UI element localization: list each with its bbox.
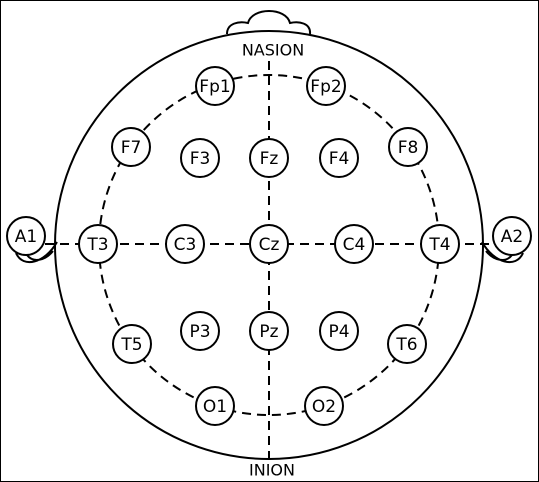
electrode-c4: C4 bbox=[334, 224, 374, 264]
electrode-label: O1 bbox=[203, 397, 227, 417]
electrode-circle bbox=[6, 216, 46, 256]
electrode-label: T3 bbox=[86, 235, 108, 255]
electrode-f4: F4 bbox=[319, 138, 359, 178]
electrode-circle bbox=[112, 324, 152, 364]
electrode-circle bbox=[180, 138, 220, 178]
electrode-label: F8 bbox=[398, 138, 419, 158]
electrode-circle bbox=[78, 224, 118, 264]
electrode-circle bbox=[195, 386, 235, 426]
electrode-circle bbox=[111, 127, 151, 167]
electrode-t6: T6 bbox=[387, 324, 427, 364]
electrode-label: T4 bbox=[428, 235, 450, 255]
electrode-t5: T5 bbox=[112, 324, 152, 364]
electrode-circle bbox=[180, 311, 220, 351]
electrode-a2: A2 bbox=[492, 216, 532, 256]
electrode-t4: T4 bbox=[420, 224, 460, 264]
electrode-label: F3 bbox=[190, 149, 211, 169]
electrode-label: P3 bbox=[189, 322, 210, 342]
electrode-label: A2 bbox=[501, 227, 523, 247]
electrode-circle bbox=[249, 311, 289, 351]
electrode-label: F7 bbox=[121, 138, 142, 158]
inion-label: INION bbox=[249, 461, 295, 480]
electrode-circle bbox=[319, 138, 359, 178]
electrode-circle bbox=[306, 66, 346, 106]
electrode-circle bbox=[304, 386, 344, 426]
electrode-circle bbox=[249, 224, 289, 264]
electrode-fz: Fz bbox=[249, 138, 289, 178]
electrode-label: Fp2 bbox=[310, 77, 341, 97]
nose-outline bbox=[226, 10, 312, 35]
electrode-circle bbox=[420, 224, 460, 264]
electrode-c3: C3 bbox=[165, 224, 205, 264]
electrode-fp1: Fp1 bbox=[195, 66, 235, 106]
electrode-f7: F7 bbox=[111, 127, 151, 167]
electrode-label: P4 bbox=[328, 322, 349, 342]
electrode-label: Fz bbox=[260, 149, 279, 169]
electrode-label: T5 bbox=[120, 335, 142, 355]
electrode-p4: P4 bbox=[319, 311, 359, 351]
nasion-label: NASION bbox=[242, 41, 304, 60]
electrode-f8: F8 bbox=[388, 127, 428, 167]
electrode-fp2: Fp2 bbox=[306, 66, 346, 106]
electrode-circle bbox=[334, 224, 374, 264]
electrode-cz: Cz bbox=[249, 224, 289, 264]
electrode-label: C4 bbox=[343, 235, 366, 255]
electrode-o1: O1 bbox=[195, 386, 235, 426]
electrode-label: F4 bbox=[329, 149, 350, 169]
electrode-label: Pz bbox=[259, 322, 278, 342]
electrode-circle bbox=[165, 224, 205, 264]
electrode-circle bbox=[249, 138, 289, 178]
electrode-label: Cz bbox=[259, 235, 280, 255]
electrode-circle bbox=[195, 66, 235, 106]
left-ear-outline bbox=[15, 241, 58, 263]
electrode-label: O2 bbox=[312, 397, 336, 417]
electrode-f3: F3 bbox=[180, 138, 220, 178]
electrode-label: C3 bbox=[174, 235, 197, 255]
electrode-pz: Pz bbox=[249, 311, 289, 351]
electrode-circle bbox=[388, 127, 428, 167]
electrode-a1: A1 bbox=[6, 216, 46, 256]
electrode-label: T6 bbox=[395, 335, 417, 355]
electrode-label: A1 bbox=[15, 227, 37, 247]
electrode-circle bbox=[387, 324, 427, 364]
electrode-p3: P3 bbox=[180, 311, 220, 351]
electrode-t3: T3 bbox=[78, 224, 118, 264]
electrode-o2: O2 bbox=[304, 386, 344, 426]
electrode-circle bbox=[319, 311, 359, 351]
electrode-circle bbox=[492, 216, 532, 256]
right-ear-outline bbox=[481, 241, 524, 263]
electrode-label: Fp1 bbox=[199, 77, 230, 97]
